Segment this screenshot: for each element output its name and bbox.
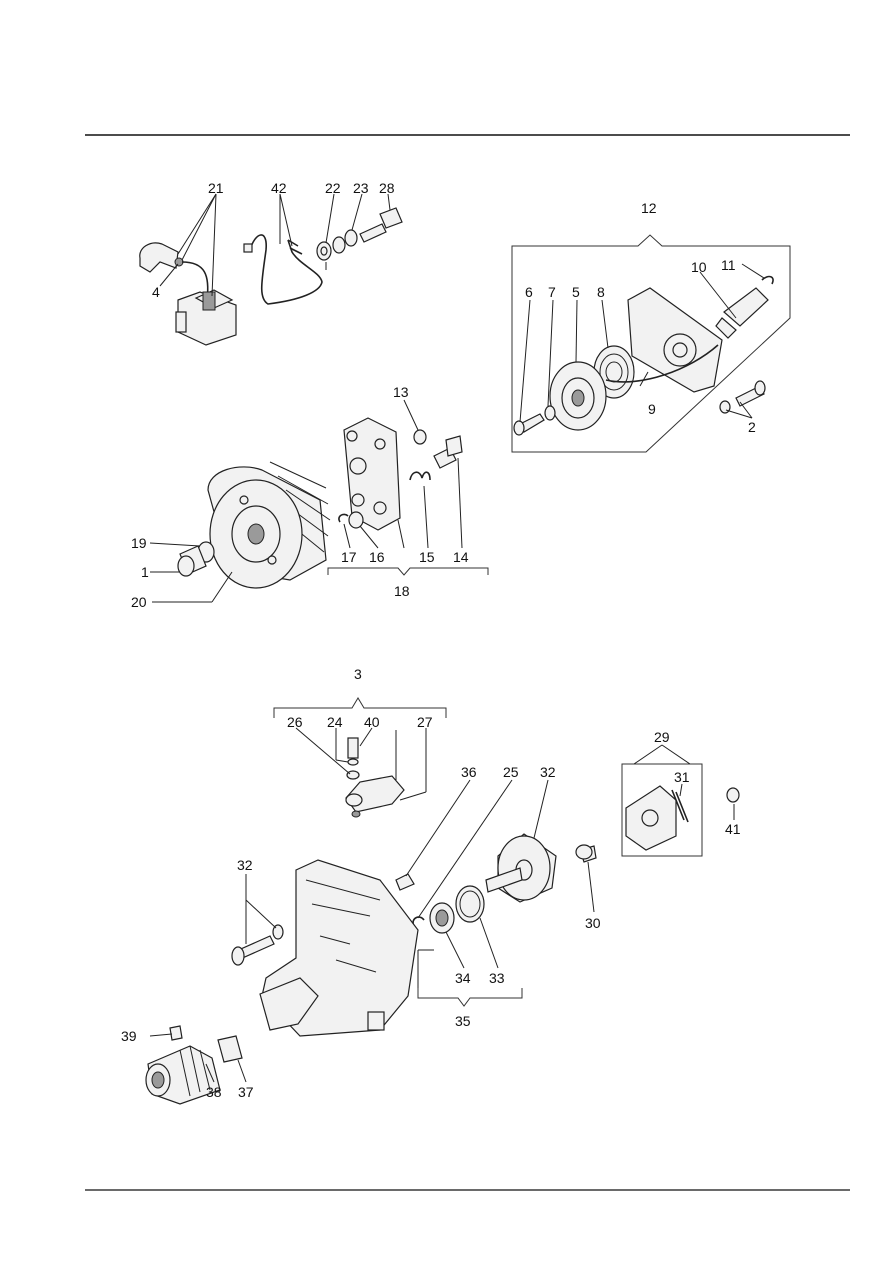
starter-assembly [511,234,791,453]
clutch-drum [395,833,597,1007]
ignition-coil [139,242,237,346]
callout-36: 36 [461,764,477,780]
callout-15: 15 [419,549,435,565]
callout-30: 30 [585,915,601,931]
callout-41: 41 [725,821,741,837]
callout-31: 31 [674,769,690,785]
leader-lines [149,193,765,1083]
callout-17: 17 [341,549,357,565]
air-filter [145,1025,243,1105]
callout-26: 26 [287,714,303,730]
callout-14: 14 [453,549,469,565]
pump-assembly [327,417,489,576]
callout-4: 4 [152,284,160,300]
wire-harness [243,234,323,305]
callout-7: 7 [548,284,556,300]
callout-19: 19 [131,535,147,551]
callout-1: 1 [141,564,149,580]
callout-9: 9 [648,401,656,417]
callout-13: 13 [393,384,409,400]
callout-37: 37 [238,1084,254,1100]
callout-20: 20 [131,594,147,610]
callout-10: 10 [691,259,707,275]
callout-29: 29 [654,729,670,745]
callout-38: 38 [206,1084,222,1100]
callout-39: 39 [121,1028,137,1044]
callout-21: 21 [208,180,224,196]
clutch-assembly [621,763,740,857]
callout-22: 22 [325,180,341,196]
callout-34: 34 [455,970,471,986]
callout-40: 40 [364,714,380,730]
callout-28: 28 [379,180,395,196]
callout-25: 25 [503,764,519,780]
callout-32-bolt: 32 [237,857,253,873]
spark-plug-parts [316,207,403,270]
callout-32-drum: 32 [540,764,556,780]
carburetor-adapter [273,697,447,818]
callout-2: 2 [748,419,756,435]
flywheel [177,461,331,589]
callout-33: 33 [489,970,505,986]
callout-labels: 21 42 22 23 28 4 12 10 11 6 7 5 8 9 2 13… [121,180,756,1100]
callout-12: 12 [641,200,657,216]
callout-18: 18 [394,583,410,599]
callout-23: 23 [353,180,369,196]
callout-11: 11 [721,257,736,273]
callout-35: 35 [455,1013,471,1029]
callout-27: 27 [417,714,433,730]
engine-housing [231,859,419,1037]
callout-6: 6 [525,284,533,300]
callout-42: 42 [271,180,287,196]
callout-5: 5 [572,284,580,300]
callout-16: 16 [369,549,385,565]
callout-8: 8 [597,284,605,300]
callout-3: 3 [354,666,362,682]
callout-24: 24 [327,714,343,730]
